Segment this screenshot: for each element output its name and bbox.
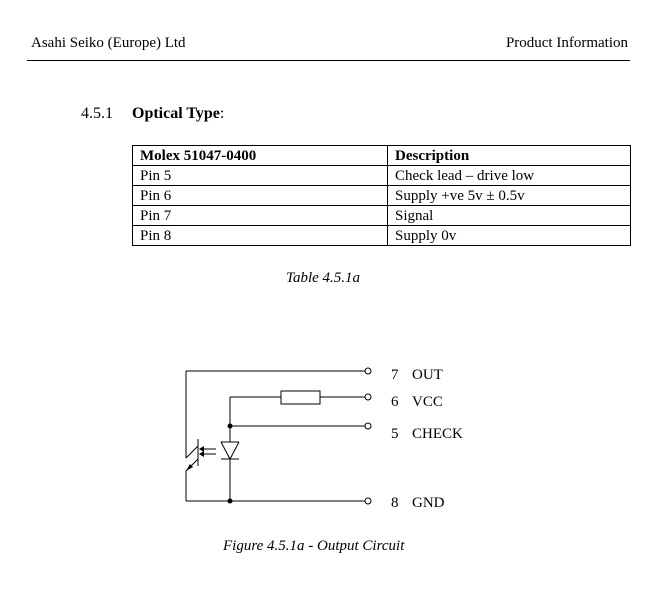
terminal-pin-number: 7 <box>391 367 399 383</box>
column-header-description: Description <box>387 145 631 166</box>
junction-dot <box>227 498 233 504</box>
header-divider <box>27 60 630 61</box>
terminal-vcc <box>364 393 372 401</box>
pin-table: Molex 51047-0400 Description Pin 5 Check… <box>132 145 631 246</box>
light-arrowhead-upper <box>199 446 204 452</box>
table-row: Pin 5 Check lead – drive low <box>132 165 631 186</box>
description-cell: Check lead – drive low <box>387 165 631 186</box>
light-arrowhead-lower <box>199 451 204 457</box>
pin-cell: Pin 7 <box>132 205 388 226</box>
section-title-suffix: : <box>219 105 225 122</box>
terminal-label: OUT <box>412 367 443 383</box>
header-company: Asahi Seiko (Europe) Ltd <box>31 35 186 51</box>
terminal-pin-number: 6 <box>391 394 399 410</box>
terminal-check <box>364 422 372 430</box>
table-header-row: Molex 51047-0400 Description <box>132 145 631 166</box>
emitter-arrowhead <box>186 464 193 471</box>
description-cell: Signal <box>387 205 631 226</box>
terminal-label: GND <box>412 495 445 511</box>
pin-cell: Pin 8 <box>132 225 388 246</box>
led-triangle <box>220 441 240 461</box>
terminal-gnd <box>364 497 372 505</box>
description-cell: Supply 0v <box>387 225 631 246</box>
output-circuit-diagram: 7 OUT 6 VCC 5 CHECK 8 GND <box>185 367 463 511</box>
section-heading: 4.5.1 Optical Type: <box>81 104 224 124</box>
description-cell: Supply +ve 5v ± 0.5v <box>387 185 631 206</box>
terminal-out <box>364 367 372 375</box>
figure-caption: Figure 4.5.1a - Output Circuit <box>223 538 405 554</box>
pin-cell: Pin 5 <box>132 165 388 186</box>
table-row: Pin 8 Supply 0v <box>132 225 631 246</box>
table-caption: Table 4.5.1a <box>286 270 361 286</box>
header-doc-type: Product Information <box>505 35 628 51</box>
table-row: Pin 6 Supply +ve 5v ± 0.5v <box>132 185 631 206</box>
terminal-label: VCC <box>412 394 443 410</box>
column-header-connector: Molex 51047-0400 <box>132 145 388 166</box>
phototransistor-collector <box>185 445 199 459</box>
junction-dot <box>227 423 233 429</box>
table-row: Pin 7 Signal <box>132 205 631 226</box>
section-title: Optical Type <box>132 105 220 122</box>
pin-cell: Pin 6 <box>132 185 388 206</box>
resistor <box>280 390 321 405</box>
terminal-pin-number: 8 <box>391 495 399 511</box>
section-number: 4.5.1 <box>81 105 113 122</box>
terminal-pin-number: 5 <box>391 426 399 442</box>
terminal-label: CHECK <box>412 426 463 442</box>
